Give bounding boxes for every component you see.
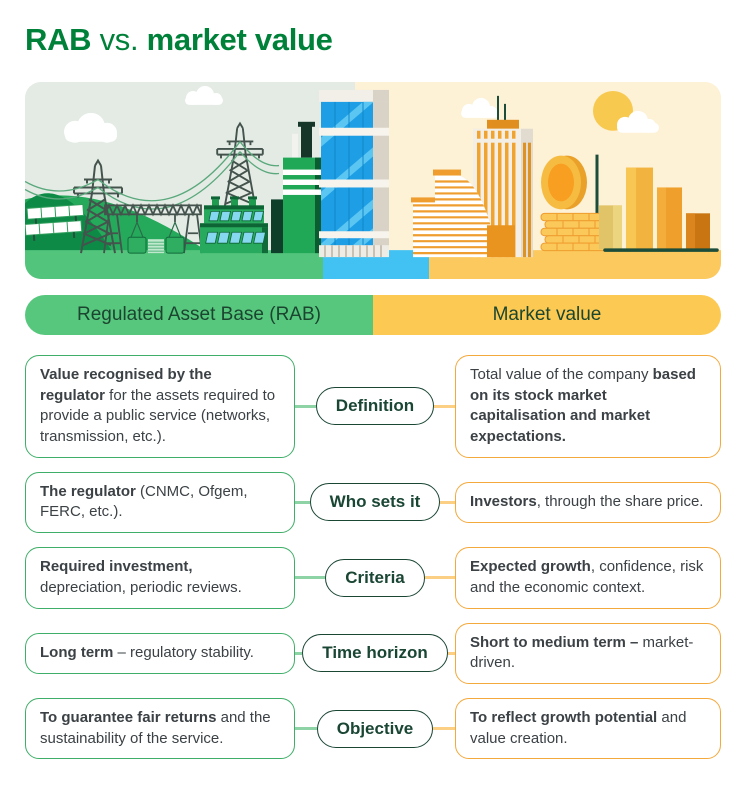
right-box: Short to medium term – market-driven.: [455, 622, 721, 684]
row-label-pill: Objective: [316, 709, 434, 748]
factory-icon: [200, 196, 268, 254]
right-text-bold: Investors: [470, 493, 537, 511]
right-text-regular: and value creation.: [470, 708, 687, 747]
right-connector: [440, 500, 455, 504]
comparison-row: Required investment, depreciation, perio…: [25, 547, 721, 609]
left-connector: [295, 727, 317, 731]
bar-chart-icon: [599, 167, 719, 252]
header-rab: Regulated Asset Base (RAB): [25, 295, 373, 335]
row-label-pill: Time horizon: [302, 634, 448, 673]
header-market-value: Market value: [373, 295, 721, 335]
transformer-icon: [127, 236, 147, 254]
blue-skyscraper-icon: [319, 89, 389, 258]
title-rest: market value: [146, 22, 333, 57]
right-text-regular: , through the share price.: [536, 493, 704, 511]
city-energy-illustration: [25, 82, 721, 279]
right-connector: [433, 727, 455, 731]
right-box: Total value of the company based on its …: [455, 355, 721, 458]
transformer-icon: [165, 236, 185, 254]
coin-icon: [541, 155, 587, 210]
louver-panel: [148, 239, 164, 254]
page-title: RAB vs. market value: [25, 22, 721, 58]
right-box: Expected growth, confidence, risk and th…: [455, 547, 721, 609]
comparison-row: Value recognised by the regulator for th…: [25, 355, 721, 458]
row-label: Criteria: [345, 567, 405, 587]
row-label-pill: Criteria: [325, 558, 425, 597]
right-box: To reflect growth potential and value cr…: [455, 697, 721, 760]
row-label: Objective: [336, 718, 414, 738]
left-text-bold: The regulator: [40, 482, 136, 500]
row-label: Time horizon: [322, 643, 428, 663]
cloud-icon: [185, 85, 223, 105]
row-label: Definition: [335, 396, 415, 416]
cloud-icon: [64, 112, 117, 143]
right-text-bold: based on its stock market capitalisation…: [470, 366, 696, 446]
ground-green: [25, 250, 323, 279]
cloud-icon: [461, 97, 499, 118]
left-box: Value recognised by the regulator for th…: [25, 355, 295, 458]
comparison-rows: Value recognised by the regulator for th…: [25, 355, 721, 760]
row-label-pill: Who sets it: [309, 483, 441, 522]
right-text-bold: Short to medium term –: [470, 633, 639, 651]
row-label-pill: Definition: [315, 387, 435, 426]
left-text-regular: depreciation, periodic reviews.: [40, 578, 242, 596]
right-text-bold: To reflect growth potential: [470, 708, 658, 726]
green-tower-icon: [283, 121, 323, 254]
dark-slab: [271, 199, 283, 254]
curved-building-icon: [411, 169, 515, 258]
left-text-bold: Required investment,: [40, 558, 193, 576]
left-text-bold: Value recognised by the regulator: [40, 366, 212, 404]
left-box: Required investment, depreciation, perio…: [25, 547, 295, 609]
infographic-page: RAB vs. market value: [25, 22, 721, 760]
left-box: The regulator (CNMC, Ofgem, FERC, etc.).: [25, 471, 295, 534]
right-connector: [447, 651, 455, 655]
right-box: Investors, through the share price.: [455, 482, 721, 523]
illustration: [25, 82, 721, 279]
left-text-bold: Long term: [40, 643, 114, 661]
left-connector: [295, 500, 310, 504]
comparison-row: To guarantee fair returns and the sustai…: [25, 697, 721, 760]
right-text-regular: market-driven.: [470, 633, 694, 672]
cloud-icon: [617, 110, 659, 133]
substation-icon: [103, 203, 203, 254]
title-rab: RAB: [25, 22, 92, 57]
right-text-regular: , confidence, risk and the economic cont…: [470, 558, 704, 596]
left-text-bold: To guarantee fair returns: [40, 708, 217, 726]
left-box: Long term – regulatory stability.: [25, 632, 295, 674]
solar-panels-icon: [25, 203, 85, 241]
right-text-bold: Expected growth: [470, 558, 591, 576]
left-connector: [295, 651, 303, 655]
left-text-regular: and the sustainability of the service.: [40, 708, 271, 747]
left-text-regular: (CNMC, Ofgem, FERC, etc.).: [40, 482, 248, 521]
left-box: To guarantee fair returns and the sustai…: [25, 697, 295, 760]
left-connector: [295, 576, 326, 580]
left-text-regular: for the assets required to provide a pub…: [40, 386, 276, 446]
title-vs: vs.: [99, 22, 139, 57]
column-headers: Regulated Asset Base (RAB) Market value: [25, 295, 721, 335]
row-label: Who sets it: [329, 492, 421, 512]
comparison-row: Long term – regulatory stability. Time h…: [25, 622, 721, 684]
right-text-regular: Total value of the company: [470, 366, 653, 383]
left-text-regular: – regulatory stability.: [113, 643, 254, 661]
right-connector: [434, 404, 455, 408]
comparison-row: The regulator (CNMC, Ofgem, FERC, etc.).…: [25, 471, 721, 534]
right-connector: [424, 576, 455, 580]
coin-stack-icon: [540, 212, 612, 252]
power-lines-icon: [25, 141, 280, 210]
left-connector: [295, 404, 316, 408]
striped-tower-icon: [473, 95, 533, 258]
